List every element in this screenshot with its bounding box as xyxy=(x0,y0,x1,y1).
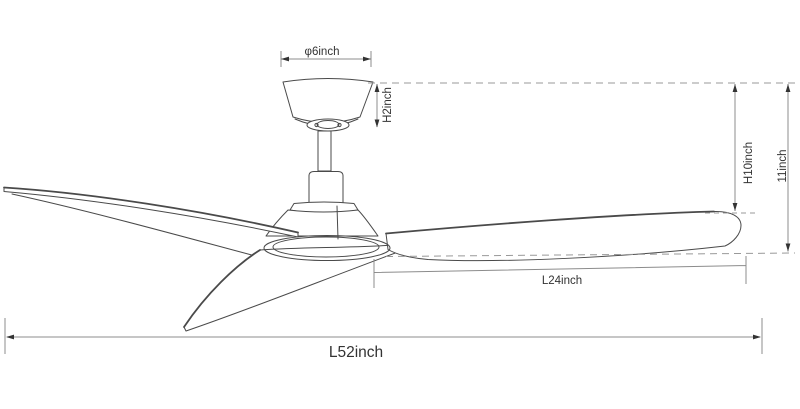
fan-span-dimension: L52inch xyxy=(4,318,763,361)
fan-downrod xyxy=(308,130,344,204)
canopy-height-label: H2inch xyxy=(382,87,394,123)
fan-blade-left xyxy=(3,186,299,259)
fan-height-label: H10inch xyxy=(743,142,755,184)
canopy-height-dimension: H2inch xyxy=(374,84,394,128)
fan-span-label: L52inch xyxy=(329,344,383,361)
fan-blade-front xyxy=(183,244,399,332)
total-height-label: 11inch xyxy=(777,149,789,182)
fan-height-dimension: H10inch xyxy=(732,84,755,211)
fan-blade-right xyxy=(385,210,742,262)
fan-canopy xyxy=(282,78,374,132)
fan-light-ring xyxy=(263,235,391,261)
reference-lines xyxy=(368,82,796,257)
blade-length-label: L24inch xyxy=(542,275,582,287)
bottom-reference-dashed-line xyxy=(385,252,796,257)
canopy-diameter-label: φ6inch xyxy=(305,46,340,58)
blade-length-dimension: L24inch xyxy=(373,256,747,288)
canopy-diameter-dimension: φ6inch xyxy=(280,46,372,67)
fan-motor-housing xyxy=(265,201,379,240)
total-height-dimension: 11inch xyxy=(777,84,791,252)
